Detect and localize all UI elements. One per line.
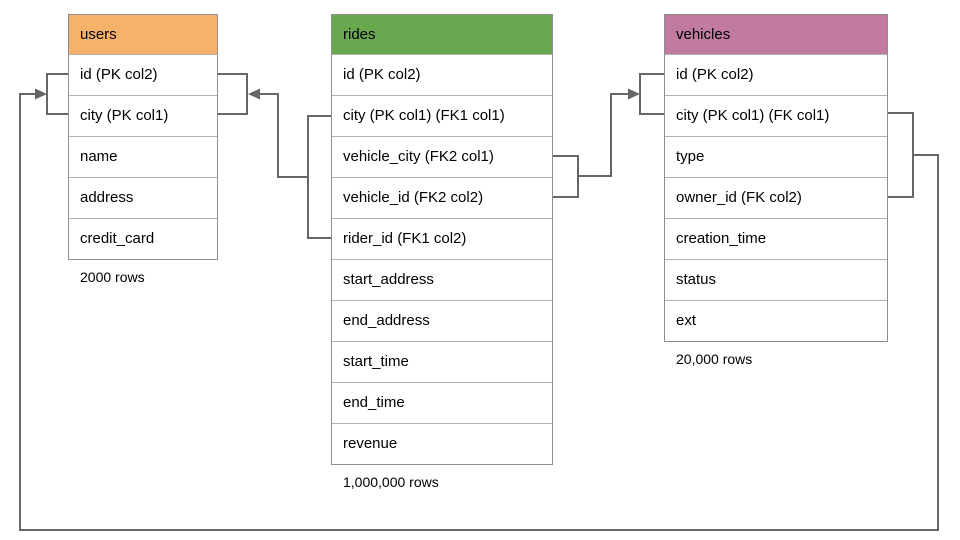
table-header-rides: rides — [332, 15, 552, 54]
rides-users-link — [260, 93, 308, 178]
table-column-row: rider_id (FK1 col2) — [332, 218, 552, 259]
table-column-row: creation_time — [665, 218, 887, 259]
rides-vehicles-link — [578, 93, 628, 177]
table-header-users: users — [69, 15, 217, 54]
table-column-row: revenue — [332, 423, 552, 464]
table-vehicles-columns: id (PK col2)city (PK col1) (FK col1)type… — [665, 54, 887, 341]
arrowhead-right-icon — [628, 88, 640, 100]
table-column-row: id (PK col2) — [665, 54, 887, 95]
table-column-row: id (PK col2) — [69, 54, 217, 95]
table-column-row: id (PK col2) — [332, 54, 552, 95]
table-column-row: name — [69, 136, 217, 177]
table-header-vehicles: vehicles — [665, 15, 887, 54]
users-pk-bracket-right — [218, 73, 248, 115]
rides-fk1-bracket-left — [307, 115, 331, 239]
table-column-row: start_time — [332, 341, 552, 382]
table-column-row: end_address — [332, 300, 552, 341]
vehicles-fk-bracket-right — [888, 112, 914, 198]
table-vehicles-box: vehicles id (PK col2)city (PK col1) (FK … — [664, 14, 888, 342]
row-count-rides: 1,000,000 rows — [343, 474, 439, 490]
table-column-row: city (PK col1) (FK col1) — [665, 95, 887, 136]
users-pk-bracket-left — [46, 73, 68, 115]
arrowhead-right-icon — [35, 88, 47, 100]
table-column-row: type — [665, 136, 887, 177]
vehicles-pk-bracket-left — [639, 73, 664, 115]
arrowhead-left-icon — [248, 88, 260, 100]
table-column-row: address — [69, 177, 217, 218]
table-column-row: city (PK col1) (FK1 col1) — [332, 95, 552, 136]
table-rides-box: rides id (PK col2)city (PK col1) (FK1 co… — [331, 14, 553, 465]
table-column-row: status — [665, 259, 887, 300]
rides-fk2-bracket-right — [553, 155, 579, 198]
table-column-row: ext — [665, 300, 887, 341]
row-count-users: 2000 rows — [80, 269, 145, 285]
table-column-row: city (PK col1) — [69, 95, 217, 136]
connector-rides-to-vehicles — [553, 73, 664, 198]
table-column-row: start_address — [332, 259, 552, 300]
table-column-row: vehicle_id (FK2 col2) — [332, 177, 552, 218]
table-column-row: owner_id (FK col2) — [665, 177, 887, 218]
table-rides: rides id (PK col2)city (PK col1) (FK1 co… — [331, 14, 553, 490]
row-count-vehicles: 20,000 rows — [676, 351, 753, 367]
table-column-row: end_time — [332, 382, 552, 423]
table-column-row: credit_card — [69, 218, 217, 259]
table-column-row: vehicle_city (FK2 col1) — [332, 136, 552, 177]
connector-rides-to-users — [218, 73, 331, 239]
table-rides-columns: id (PK col2)city (PK col1) (FK1 col1)veh… — [332, 54, 552, 464]
table-vehicles: vehicles id (PK col2)city (PK col1) (FK … — [664, 14, 888, 367]
